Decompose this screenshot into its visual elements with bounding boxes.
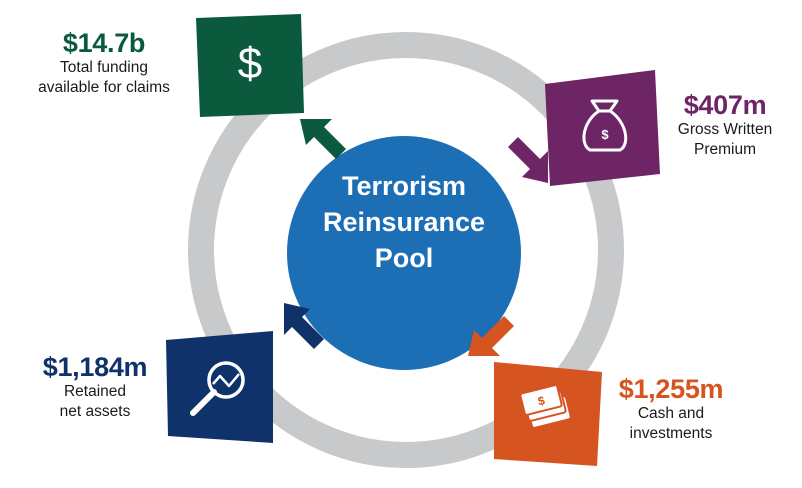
assets-label: $1,184m Retained net assets <box>30 352 160 422</box>
money-bag-dollar-glyph: $ <box>601 127 609 142</box>
center-title: Terrorism Reinsurance Pool <box>290 168 518 276</box>
arrow-to-assets <box>284 303 324 349</box>
premium-label: $407m Gross Written Premium <box>660 90 790 160</box>
cash-desc-line-1: Cash and <box>637 405 705 422</box>
premium-box <box>545 70 660 186</box>
premium-desc-line-2: Premium <box>693 141 756 158</box>
center-circle <box>287 136 521 370</box>
arrow-to-funding <box>300 119 346 159</box>
assets-box <box>166 331 273 443</box>
funding-amount: $14.7b <box>62 28 146 58</box>
cash-label: $1,255m Cash and investments <box>606 374 736 444</box>
dollar-sign-icon: $ <box>238 39 262 88</box>
assets-desc-line-2: net assets <box>59 403 131 420</box>
money-bag-icon <box>582 99 628 152</box>
funding-label: $14.7b Total funding available for claim… <box>18 28 190 98</box>
magnifier-chart-icon <box>190 361 245 416</box>
assets-amount: $1,184m <box>42 352 148 382</box>
funding-desc-line-2: available for claims <box>38 79 170 96</box>
center-title-line-1: Terrorism <box>341 171 467 201</box>
premium-desc-line-1: Gross Written <box>677 121 773 138</box>
arrow-to-cash <box>468 316 514 356</box>
cash-bills-icon: $ <box>519 384 570 427</box>
cash-desc-line-2: investments <box>629 425 713 442</box>
center-title-line-3: Pool <box>374 243 434 273</box>
center-title-line-2: Reinsurance <box>322 207 486 237</box>
svg-text:$: $ <box>536 393 546 408</box>
cash-amount: $1,255m <box>618 374 724 404</box>
funding-desc-line-1: Total funding <box>60 59 148 76</box>
funding-box <box>196 14 304 117</box>
assets-desc-line-1: Retained <box>63 383 127 400</box>
cycle-ring <box>188 32 624 468</box>
premium-amount: $407m <box>683 90 767 120</box>
arrow-to-premium <box>508 137 548 183</box>
